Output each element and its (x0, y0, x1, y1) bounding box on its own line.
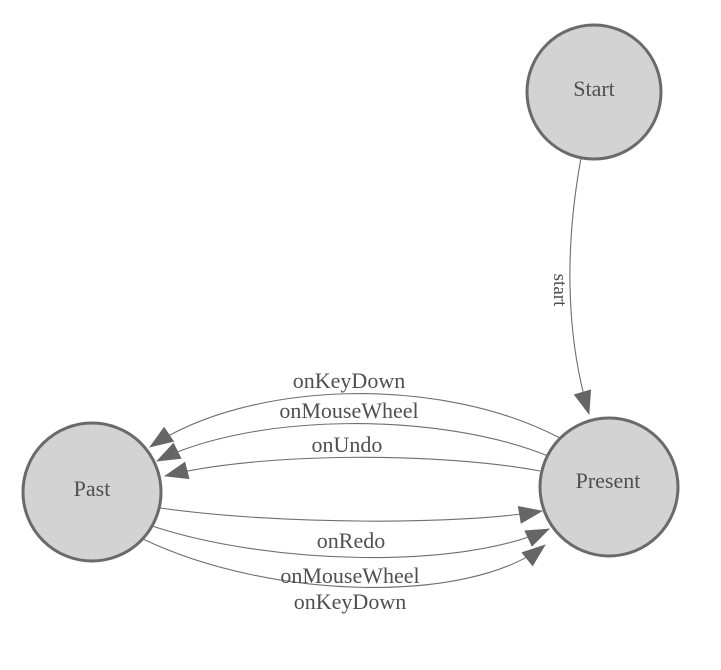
edge-label-onmousewheel-lower: onMouseWheel (280, 563, 419, 588)
node-present: Present (538, 416, 680, 558)
edge-past-to-present-onkeydown (142, 538, 546, 589)
edge-present-to-past-onundo (164, 456, 541, 480)
node-past: Past (21, 421, 163, 563)
node-present-circle (538, 416, 680, 558)
edge-label-start: start (549, 274, 570, 307)
nodes-layer: Start Present Past (21, 23, 680, 563)
edges-layer (142, 157, 592, 589)
node-present-label: Present (576, 468, 641, 493)
edge-start-to-present (569, 157, 592, 415)
edge-present-to-past-onkeydown (149, 393, 561, 448)
edge-label-onmousewheel-upper: onMouseWheel (279, 398, 418, 423)
edge-label-onkeydown-upper: onKeyDown (293, 368, 405, 393)
node-past-circle (21, 421, 163, 563)
edge-label-onkeydown-lower: onKeyDown (294, 589, 406, 614)
edge-present-to-past-onmousewheel (156, 423, 549, 462)
edge-labels-layer: start onKeyDown onMouseWheel onUndo onRe… (279, 274, 570, 614)
edge-past-to-present-onmousewheel (151, 525, 550, 559)
edge-label-onundo: onUndo (312, 432, 383, 457)
node-start: Start (525, 23, 663, 161)
edge-label-onredo: onRedo (317, 528, 385, 553)
node-start-label: Start (573, 76, 615, 101)
node-start-circle (525, 23, 663, 161)
node-past-label: Past (74, 476, 111, 501)
edge-past-to-present-onredo (159, 505, 543, 524)
